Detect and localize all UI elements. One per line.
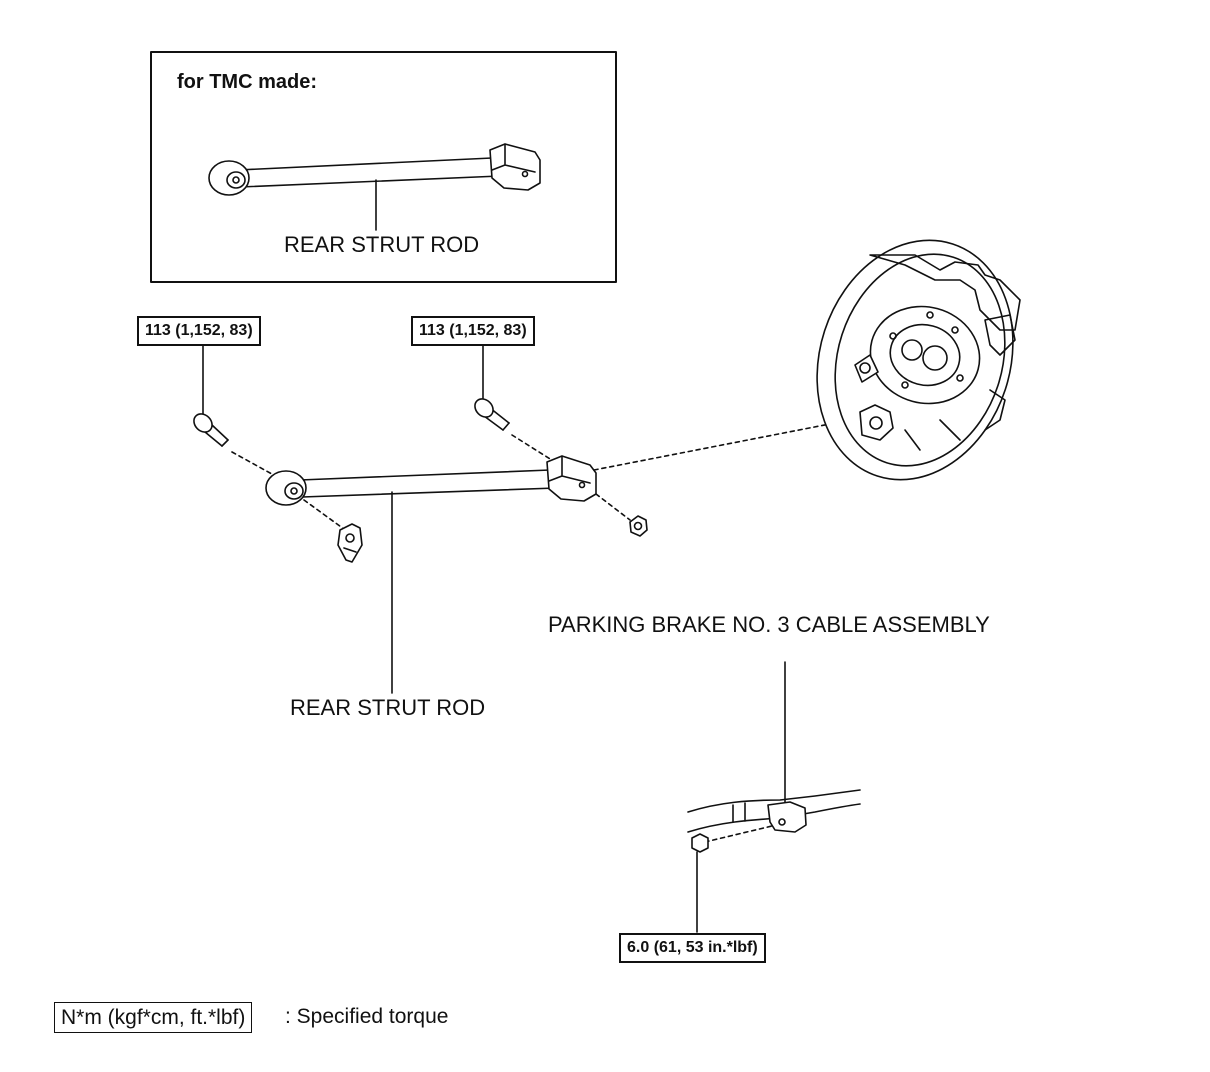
right-bolt-drawing	[474, 344, 556, 463]
inset-strut-rod-drawing	[208, 143, 541, 231]
inset-heading: for TMC made:	[177, 71, 317, 93]
torque-label-cable-bolt: 6.0 (61, 53 in.*lbf)	[619, 933, 766, 963]
parking-brake-cable-drawing	[687, 661, 861, 933]
axle-carrier-drawing	[816, 239, 1021, 481]
torque-label-right-bolt: 113 (1,152, 83)	[411, 316, 535, 346]
legend-units-box: N*m (kgf*cm, ft.*lbf)	[54, 1002, 253, 1033]
parking-brake-cable-label: PARKING BRAKE NO. 3 CABLE ASSEMBLY	[548, 612, 990, 637]
legend-meaning: : Specified torque	[285, 1005, 449, 1028]
rod-to-axle-line	[593, 421, 841, 471]
inset-frame	[150, 51, 617, 283]
left-bolt-drawing	[193, 344, 291, 485]
torque-label-left-bolt: 113 (1,152, 83)	[137, 316, 261, 346]
bushing-to-bracket-line	[303, 499, 349, 533]
bracket-drawing	[337, 523, 363, 563]
nut-drawing	[629, 515, 648, 537]
rear-strut-rod-label: REAR STRUT ROD	[290, 695, 486, 720]
inset-part-label: REAR STRUT ROD	[284, 232, 480, 257]
main-strut-rod-drawing	[265, 455, 597, 694]
rod-to-nut-line	[595, 493, 631, 521]
